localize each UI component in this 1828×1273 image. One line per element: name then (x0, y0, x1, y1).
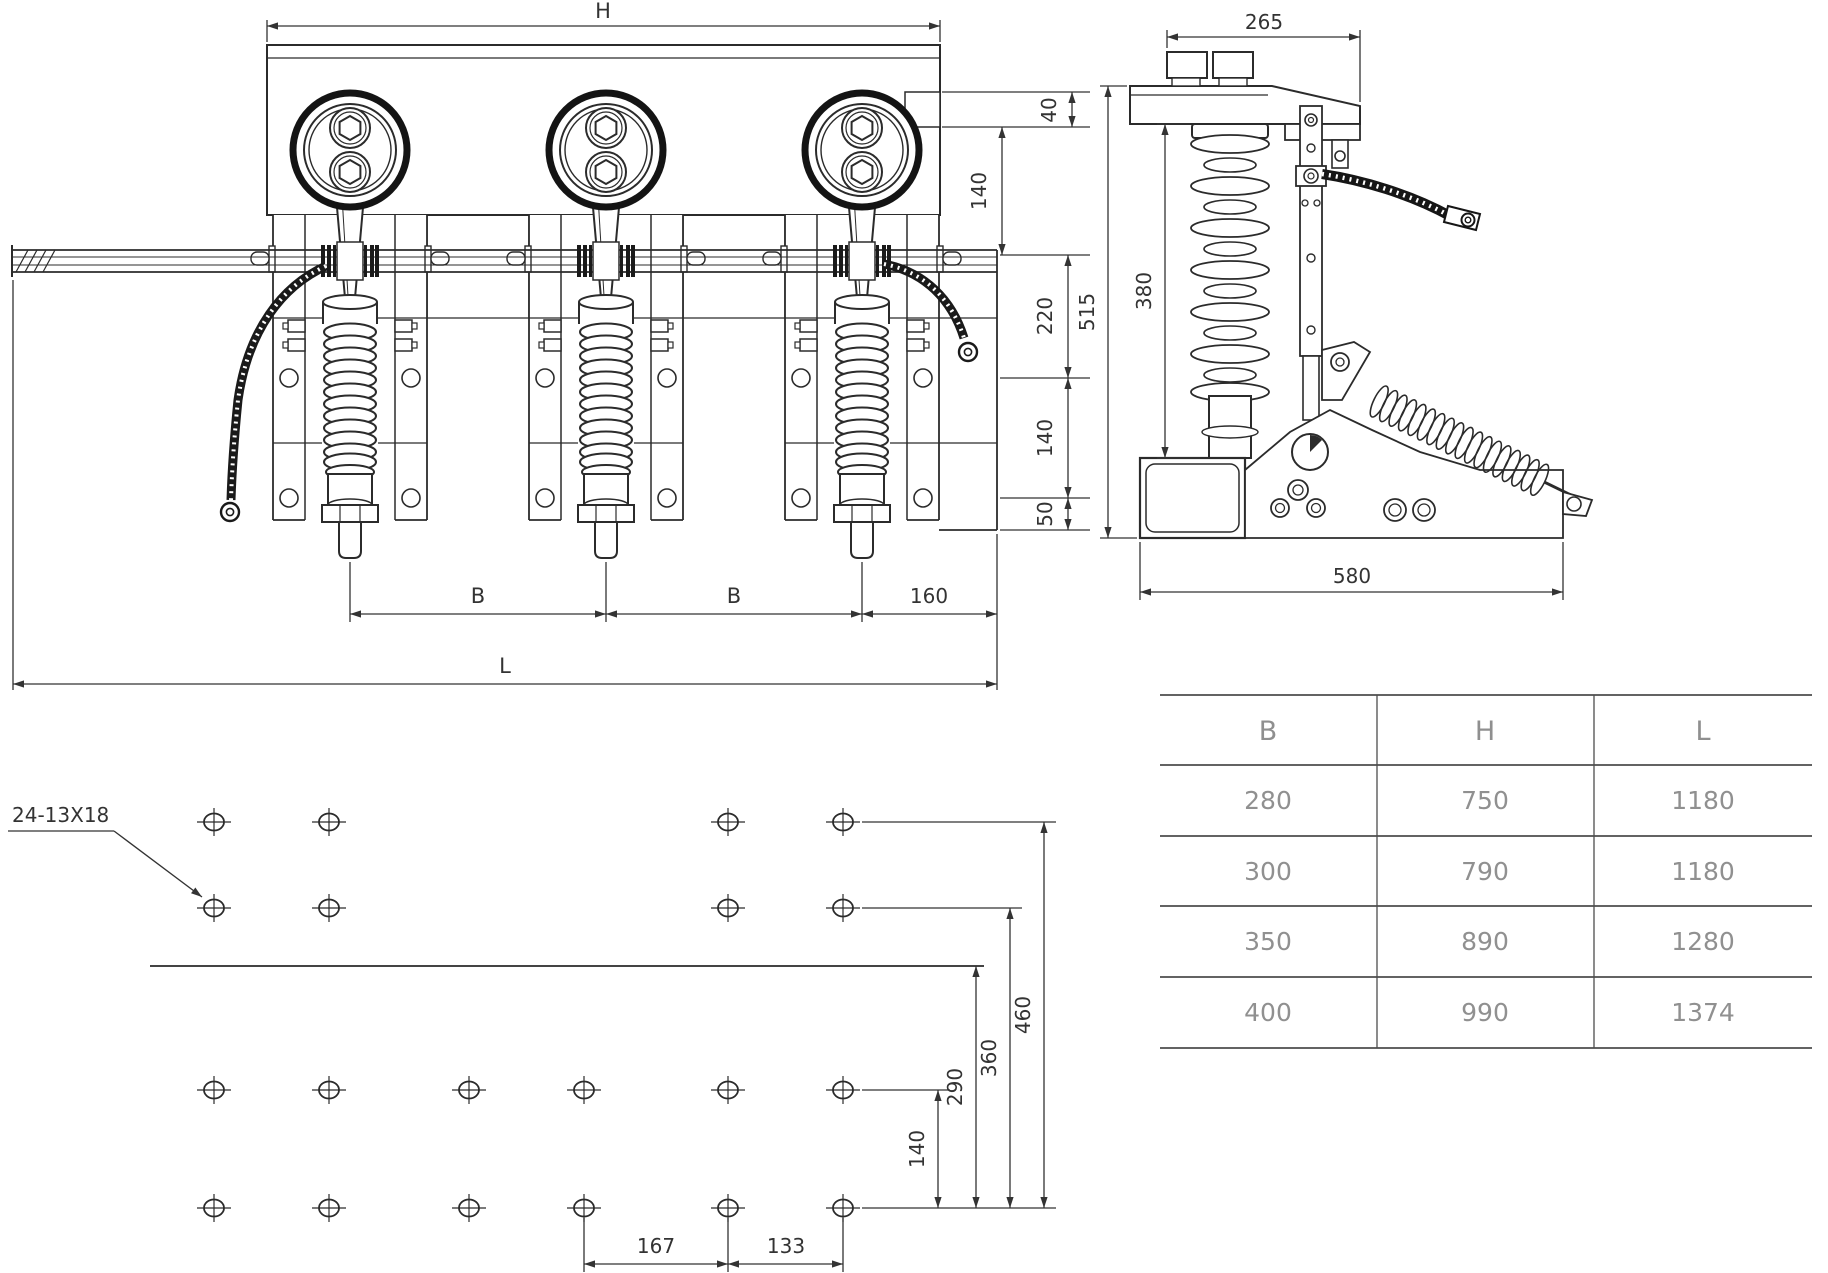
dim-label-H: H (595, 0, 611, 23)
hole-spec-note: 24-13X18 (12, 803, 109, 827)
dim-label-265: 265 (1245, 10, 1283, 34)
spec-table: B H L 280 750 1180 300 790 1180 350 890 … (1160, 694, 1812, 1049)
insulator-circles (289, 89, 923, 211)
table-cell: 1280 (1671, 927, 1735, 956)
table-header-H: H (1475, 716, 1495, 747)
dim-label-50: 50 (1033, 501, 1057, 526)
table-cell: 300 (1244, 857, 1292, 886)
table-cell: 1180 (1671, 786, 1735, 815)
end-plate (939, 250, 998, 531)
mounting-hole-view: 24-13X18 140 290 360 460 167 133 (8, 803, 1056, 1272)
table-cell: 790 (1461, 857, 1509, 886)
table-cell: 1180 (1671, 857, 1735, 886)
dim-label-360: 360 (977, 1039, 1001, 1077)
dim-label-460: 460 (1011, 996, 1035, 1034)
dim-label-160: 160 (910, 584, 948, 608)
front-view-drawing: H 40 140 220 140 50 B B 160 L (11, 0, 1090, 690)
dim-label-140-holes: 140 (905, 1130, 929, 1168)
table-cell: 400 (1244, 998, 1292, 1027)
dim-label-B2: B (727, 584, 741, 608)
table-header-L: L (1695, 716, 1710, 747)
hole-dimensions (583, 821, 1056, 1272)
dim-label-580: 580 (1333, 564, 1371, 588)
base-mechanism (1138, 341, 1594, 540)
table-cell: 750 (1461, 786, 1509, 815)
flexible-cable-left (219, 261, 328, 523)
table-cell: 1374 (1671, 998, 1735, 1027)
dim-label-290: 290 (943, 1068, 967, 1106)
dim-label-140-top: 140 (967, 172, 991, 210)
flexible-cable-right (883, 259, 979, 363)
dim-label-220: 220 (1033, 297, 1057, 335)
operating-shaft (11, 245, 997, 277)
insulator-side (1190, 123, 1270, 459)
table-header-B: B (1259, 716, 1278, 747)
side-view-drawing: 265 515 380 580 (1075, 10, 1594, 600)
dim-label-515: 515 (1075, 293, 1099, 331)
dim-label-L: L (499, 654, 511, 678)
dim-label-167: 167 (637, 1234, 675, 1258)
table-cell: 350 (1244, 927, 1292, 956)
dim-label-140-bottom: 140 (1033, 419, 1057, 457)
side-cable (1321, 169, 1482, 232)
table-cell: 280 (1244, 786, 1292, 815)
head-assembly (1129, 51, 1361, 169)
shaft-hubs (321, 241, 891, 281)
dim-label-133: 133 (767, 1234, 805, 1258)
side-dimensions (1100, 30, 1564, 600)
dim-label-40: 40 (1037, 97, 1061, 122)
support-column (1295, 105, 1327, 421)
dim-label-B1: B (471, 584, 485, 608)
hole-spec-leader (8, 830, 203, 898)
table-cell: 990 (1461, 998, 1509, 1027)
table-cell: 890 (1461, 927, 1509, 956)
closing-spring (1369, 385, 1578, 500)
dim-label-380: 380 (1132, 272, 1156, 310)
front-dimensions (12, 20, 1090, 690)
